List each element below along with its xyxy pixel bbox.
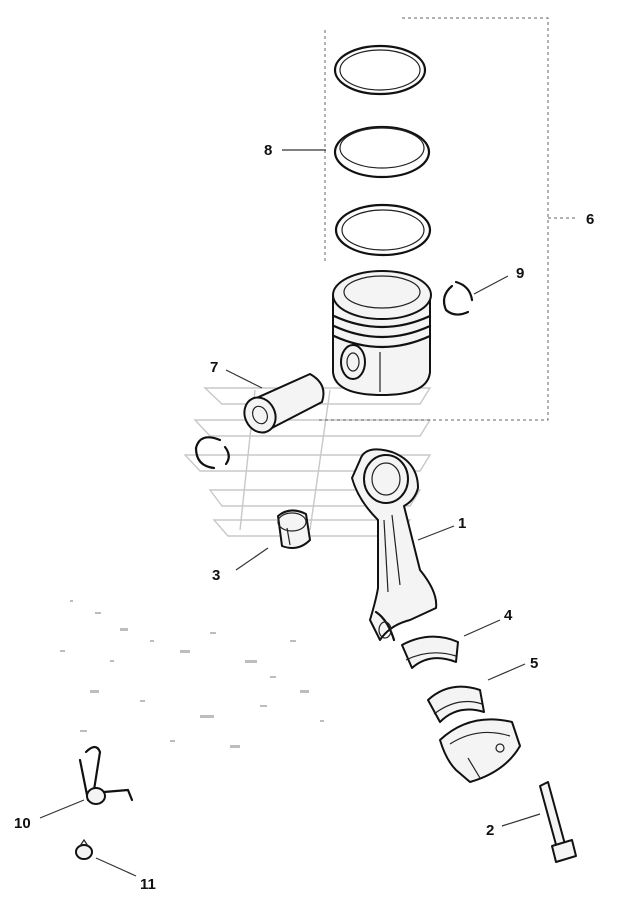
bearing-shell-lower — [427, 685, 485, 723]
bushing — [277, 509, 311, 549]
rod-bolt — [539, 781, 577, 863]
callout-6: 6 — [586, 211, 594, 228]
bearing-shell-upper — [401, 635, 459, 669]
callout-10: 10 — [14, 815, 31, 832]
callout-2: 2 — [486, 822, 494, 839]
piston-kit-bracket — [318, 17, 575, 421]
piston-pin — [243, 373, 325, 434]
callout-9: 9 — [516, 265, 524, 282]
callout-11: 11 — [140, 876, 156, 893]
snap-ring-right — [442, 280, 474, 316]
callout-4: 4 — [504, 607, 513, 624]
piston — [332, 270, 432, 396]
callout-7: 7 — [210, 359, 218, 376]
callout-5: 5 — [530, 655, 538, 672]
rod-cap — [439, 718, 521, 783]
nozzle-screw — [75, 838, 93, 860]
connecting-rod — [351, 448, 438, 642]
piston-rings — [333, 44, 432, 257]
callout-3: 3 — [212, 567, 220, 584]
callout-8: 8 — [264, 142, 272, 159]
callout-1: 1 — [458, 515, 466, 532]
snap-ring-left — [194, 436, 230, 470]
scan-noise — [60, 600, 324, 748]
piston-cooling-nozzle — [78, 745, 134, 805]
leader-lines — [39, 149, 541, 877]
